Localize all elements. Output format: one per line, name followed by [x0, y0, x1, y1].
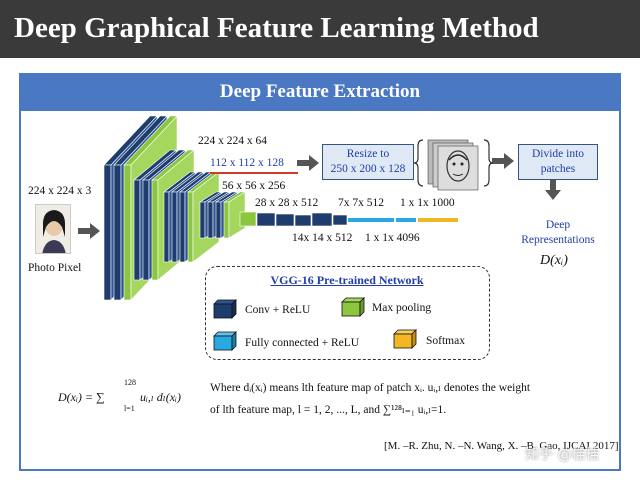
layer-2-size: 112 x 112 x 128 — [210, 157, 284, 169]
highlight-underline — [210, 172, 298, 174]
layer-7-size: 1 x 1x 4096 — [365, 232, 420, 244]
resize-line-2: 250 x 200 x 128 — [330, 163, 406, 175]
layer-1-size: 224 x 224 x 64 — [198, 135, 267, 147]
citation: [M. –R. Zhu, N. –N. Wang, X. –B. Gao, IJ… — [384, 440, 619, 452]
vgg-legend: VGG-16 Pre-trained Network — [205, 266, 490, 360]
formula-lhs: D(xᵢ) = ∑ — [58, 390, 105, 404]
legend-fc-cube — [213, 331, 237, 351]
legend-softmax-label: Softmax — [426, 335, 465, 347]
block-5-layers — [239, 211, 348, 227]
layer-8-size: 1 x 1x 1000 — [400, 197, 455, 209]
legend-fc-label: Fully connected + ReLU — [245, 337, 360, 349]
conv-layer — [103, 164, 112, 301]
resize-box: Resize to 250 x 200 x 128 — [322, 144, 414, 180]
deep-line-2: Representations — [521, 234, 595, 246]
slide-title: Deep Graphical Feature Learning Method — [14, 12, 539, 44]
input-photo — [35, 204, 71, 254]
legend-pool-label: Max pooling — [372, 302, 432, 314]
conv-layer — [113, 164, 122, 301]
deep-rep-formula: D(xᵢ) — [540, 253, 568, 268]
deep-representations-label: Deep Representations — [512, 218, 604, 248]
face-image — [36, 205, 70, 253]
title-bar: Deep Graphical Feature Learning Method — [0, 0, 640, 58]
layer-3-size: 56 x 56 x 256 — [222, 180, 286, 192]
formula-description-line-2: of lth feature map, l = 1, 2, ..., L, an… — [210, 404, 447, 416]
divide-line-2: patches — [540, 163, 576, 175]
panel-title: Deep Feature Extraction — [219, 81, 421, 102]
legend-conv-label: Conv + ReLU — [245, 304, 311, 316]
formula-rhs: uᵢ,ₗ dₗ(xᵢ) — [140, 390, 181, 404]
feature-map-stack — [413, 139, 494, 191]
block-4-layers — [198, 191, 247, 239]
resize-line-1: Resize to — [346, 148, 390, 160]
layer-6-size: 7x 7x 512 — [338, 197, 384, 209]
formula-sum-top: 128 — [124, 378, 136, 387]
photo-pixel-label: Photo Pixel — [28, 262, 82, 274]
legend-pool-cube — [341, 297, 365, 317]
legend-conv-cube — [213, 299, 237, 319]
input-size-label: 224 x 224 x 3 — [28, 185, 92, 197]
divide-line-1: Divide into — [531, 148, 585, 160]
layer-4-size: 28 x 28 x 512 — [255, 197, 319, 209]
formula-sum-bottom: l=1 — [124, 404, 135, 413]
layer-5-size: 14x 14 x 512 — [292, 232, 353, 244]
fc-layers — [348, 218, 458, 222]
legend-softmax-cube — [393, 329, 417, 349]
arrow-to-resize — [297, 155, 319, 171]
legend-title: VGG-16 Pre-trained Network — [270, 273, 424, 287]
input-arrow — [78, 223, 100, 239]
legend-cubes — [213, 297, 417, 351]
arrow-to-divide — [492, 153, 514, 169]
pool-layer — [123, 164, 132, 301]
arrow-down — [545, 178, 561, 200]
deep-line-1: Deep — [545, 219, 571, 231]
watermark: 知乎 @桂桂 — [525, 447, 600, 463]
divide-box: Divide into patches — [518, 144, 598, 180]
formula-description-line-1: Where dᵢ(xᵢ) means lth feature map of pa… — [210, 382, 531, 394]
panel-header: Deep Feature Extraction — [21, 75, 619, 111]
